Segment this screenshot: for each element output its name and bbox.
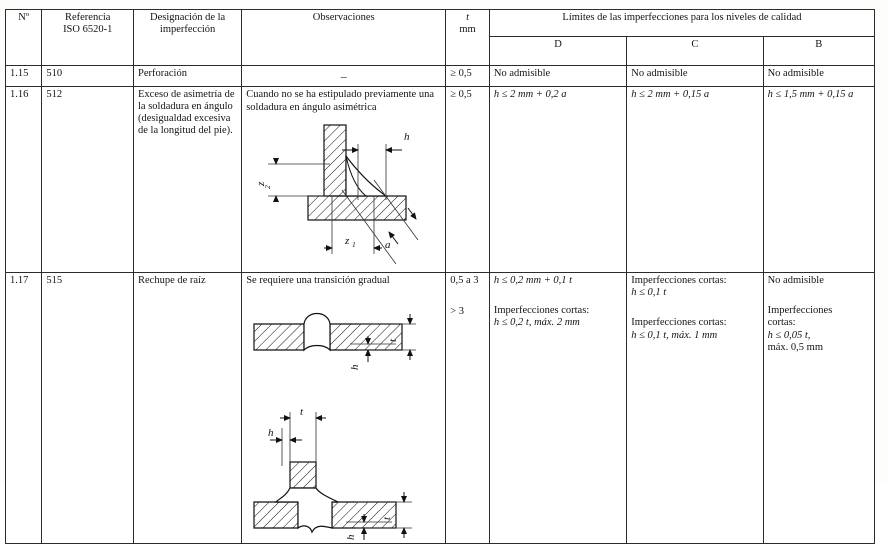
limit-b-line3: cortas:	[767, 317, 796, 329]
cell-designation: Rechupe de raíz	[132, 272, 243, 544]
svg-text:h: h	[268, 427, 274, 439]
svg-text:1: 1	[352, 240, 356, 249]
header-designation-line1: Designación de la	[149, 12, 226, 23]
cell-observations: Cuando no se ha estipulado previamente u…	[241, 85, 447, 274]
cell-limit-d: No admisible	[488, 65, 628, 87]
imperfections-table: Nº Referencia ISO 6520-1 Designación de …	[4, 9, 876, 544]
svg-text:z: z	[344, 235, 350, 247]
cell-limit-b: No admisible	[762, 65, 876, 87]
header-thickness-unit: mm	[459, 24, 476, 36]
limit-b-line2: Imperfecciones	[767, 305, 833, 317]
fillet-weld-asymmetry-diagram: h z 2	[246, 120, 441, 270]
svg-text:h: h	[345, 534, 357, 540]
cell-limit-c: No admisible	[626, 65, 764, 87]
thickness-range-1: 0,5 a 3	[450, 275, 479, 287]
limit-b-line5: máx. 0,5 mm	[767, 341, 823, 353]
header-designation: Designación de la imperfección	[132, 9, 243, 66]
limit-d-line2: Imperfecciones cortas:	[493, 305, 590, 317]
header-thickness: t mm	[445, 9, 490, 66]
limit-c-line4: h ≤ 0,1 t, máx. 1 mm	[631, 329, 718, 341]
header-reference-line1: Referencia	[64, 12, 111, 23]
observations-text: Cuando no se ha estipulado previamente u…	[246, 88, 434, 113]
cell-reference: 515	[41, 272, 134, 544]
table-row: 1.17 515 Rechupe de raíz Se requiere una…	[4, 272, 876, 544]
limit-b-line4: h ≤ 0,05 t,	[767, 329, 811, 341]
cell-limit-b: h ≤ 1,5 mm + 0,15 a	[762, 85, 876, 274]
header-thickness-symbol: t	[466, 12, 469, 23]
observations-text: Se requiere una transición gradual	[246, 275, 390, 287]
header-number: Nº	[4, 9, 43, 66]
butt-weld-root-concavity-diagram: t h	[246, 300, 441, 392]
svg-text:2: 2	[263, 185, 272, 189]
tee-joint-root-concavity-diagram: t h	[246, 406, 441, 541]
limit-d-line3: h ≤ 0,2 t, máx. 2 mm	[493, 317, 580, 329]
svg-text:h: h	[349, 364, 361, 370]
cell-number: 1.15	[4, 65, 43, 87]
cell-limit-b: No admisible Imperfecciones cortas: h ≤ …	[762, 272, 876, 544]
document-page: Nº Referencia ISO 6520-1 Designación de …	[4, 9, 876, 544]
limit-d-line1: h ≤ 0,2 mm + 0,1 t	[493, 275, 573, 287]
header-designation-line2: imperfección	[159, 24, 216, 36]
cell-limit-c: h ≤ 2 mm + 0,15 a	[626, 85, 764, 274]
cell-limit-c: Imperfecciones cortas: h ≤ 0,1 t Imperfe…	[626, 272, 764, 544]
svg-text:a: a	[385, 239, 391, 251]
table-header: Nº Referencia ISO 6520-1 Designación de …	[4, 9, 876, 66]
cell-designation: Perforación	[132, 65, 243, 87]
cell-designation: Exceso de asimetría de la soldadura en á…	[132, 85, 243, 274]
cell-limit-d: h ≤ 0,2 mm + 0,1 t Imperfecciones cortas…	[488, 272, 628, 544]
cell-thickness: 0,5 a 3 > 3	[445, 272, 490, 544]
svg-text:t: t	[300, 406, 304, 418]
header-reference-line2: ISO 6520-1	[63, 24, 113, 36]
svg-text:t: t	[387, 338, 399, 342]
header-level-d: D	[488, 36, 628, 66]
limit-c-line3: Imperfecciones cortas:	[631, 317, 727, 329]
cell-reference: 512	[41, 85, 134, 274]
cell-number: 1.17	[4, 272, 43, 544]
header-row-2: D C B	[6, 36, 876, 66]
table-row: 1.15 510 Perforación – ≥ 0,5 No admisibl…	[4, 65, 876, 87]
header-level-c: C	[626, 36, 764, 66]
cell-number: 1.16	[4, 85, 43, 274]
limit-b-line1: No admisible	[767, 275, 824, 287]
cell-observations: Se requiere una transición gradual	[241, 272, 447, 544]
cell-thickness: ≥ 0,5	[445, 65, 490, 87]
header-row-1: Nº Referencia ISO 6520-1 Designación de …	[4, 9, 876, 66]
cell-limit-d: h ≤ 2 mm + 0,2 a	[488, 85, 628, 274]
thickness-range-2: > 3	[450, 306, 464, 318]
svg-text:h: h	[404, 131, 410, 143]
observations-dash: –	[340, 69, 347, 83]
header-observations: Observaciones	[241, 9, 447, 66]
limit-c-line1: Imperfecciones cortas:	[631, 275, 727, 287]
table-body: 1.15 510 Perforación – ≥ 0,5 No admisibl…	[4, 65, 876, 544]
cell-observations: –	[241, 65, 447, 87]
header-reference: Referencia ISO 6520-1	[41, 9, 134, 66]
cell-reference: 510	[41, 65, 134, 87]
limit-c-line2: h ≤ 0,1 t	[631, 287, 667, 299]
header-limits-group: Límites de las imperfecciones para los n…	[488, 9, 876, 37]
cell-thickness: ≥ 0,5	[445, 85, 490, 274]
header-level-b: B	[762, 36, 876, 66]
svg-text:z: z	[255, 181, 267, 187]
table-row: 1.16 512 Exceso de asimetría de la solda…	[4, 85, 876, 274]
